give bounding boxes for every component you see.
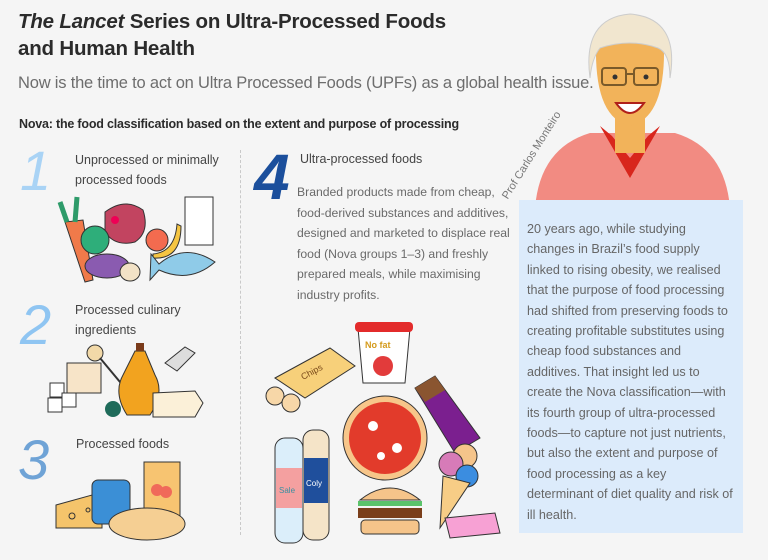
page-title: The Lancet Series on Ultra-Processed Foo… (18, 8, 446, 62)
group-2-label-line2: ingredients (75, 323, 137, 337)
face-icon (595, 38, 665, 126)
soda-label: Sale (279, 486, 296, 495)
professor-portrait (535, 13, 730, 208)
subtitle: Now is the time to act on Ultra Processe… (18, 74, 594, 92)
collar-icon (600, 126, 660, 178)
yogurt-label: No fat (365, 340, 391, 350)
group-4-label: Ultra-processed foods (300, 152, 423, 166)
bread-icon (108, 507, 186, 541)
group-3-number: 3 (18, 428, 50, 491)
smile-icon (614, 102, 646, 114)
group-3-label: Processed foods (76, 437, 170, 451)
butter-icon (152, 390, 204, 418)
group-1-number: 1 (20, 139, 52, 202)
flour-bowl-icon (66, 362, 102, 394)
tomato-icon (145, 228, 169, 252)
column-divider (240, 150, 241, 535)
sweets-icon (444, 512, 501, 539)
salt-shaker-icon (164, 346, 196, 372)
group-2-label-line1: Processed culinary (75, 303, 181, 317)
cola-label: Coly (306, 479, 322, 488)
group-1-label-line2: processed foods (75, 173, 167, 187)
honey-dipper-icon (86, 344, 104, 362)
nova-heading: Nova: the food classification based on t… (19, 117, 459, 131)
mushroom-icon (119, 262, 141, 282)
unprocessed-foods-illustration (57, 196, 216, 283)
milk-carton-icon (184, 196, 214, 246)
sugar-cubes-icon (49, 382, 65, 398)
processed-foods-illustration (55, 461, 186, 541)
group-2-label: Processed culinary ingredients (75, 300, 181, 340)
quote-box: 20 years ago, while studying changes in … (519, 200, 743, 533)
glasses-icon (601, 67, 627, 86)
olives-icon (105, 401, 121, 417)
chips-bag-icon (274, 347, 356, 399)
title-line2: and Human Health (18, 37, 195, 60)
hair-icon (588, 13, 673, 79)
fish-icon (149, 252, 216, 282)
banana-icon (152, 223, 182, 259)
group-4-description: Branded products made from cheap, food-d… (297, 185, 510, 302)
group-4-number: 4 (254, 141, 290, 213)
title-line1: Series on Ultra-Processed Foods (124, 10, 446, 33)
group-2-number: 2 (20, 293, 52, 356)
group-1-label-line1: Unprocessed or minimally (75, 153, 219, 167)
ultra-processed-foods-illustration: Chips No fat Sale Coly (265, 322, 501, 544)
burger-icon (358, 487, 422, 501)
broccoli-icon (80, 225, 110, 255)
group-1-label: Unprocessed or minimally processed foods (75, 150, 219, 190)
title-journal: The Lancet (18, 10, 125, 33)
meat-icon (104, 203, 146, 244)
oil-bottle-icon (118, 350, 160, 416)
culinary-ingredients-illustration (47, 343, 204, 418)
